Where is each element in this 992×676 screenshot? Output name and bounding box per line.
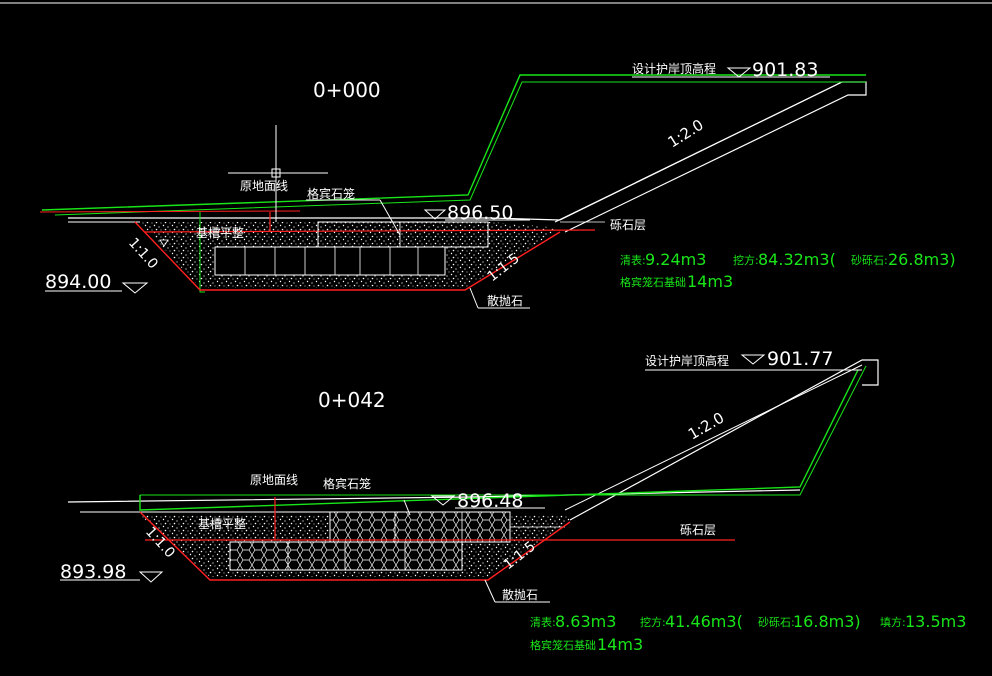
section-1-gabion-label: 格宾石笼	[307, 186, 355, 201]
section-1-red-base	[144, 229, 596, 233]
section-2-qty-excav-label: 挖方:	[640, 615, 666, 629]
section-2-bottom-elev: 893.98	[60, 561, 126, 583]
section-2-gravel-label: 砾石层	[680, 523, 716, 537]
section-2-qty-excav: 41.46m3(	[665, 612, 743, 631]
section-2-qty-clean-label: 清表:	[530, 615, 556, 629]
section-2-design-line-inner	[140, 365, 867, 496]
section-2-qty-base-label: 格宾笼石基础	[530, 638, 596, 652]
section-1-qty-clean: 9.24m3	[645, 250, 706, 269]
section-1-gabion-upper	[317, 221, 489, 248]
section-2-qty-fill-label: 填方:	[880, 615, 906, 629]
section-1-slope-upper: 1:2.0	[665, 116, 707, 152]
section-2-ground-line-label: 原地面线	[250, 473, 298, 487]
section-1-design-line-inner	[54, 81, 866, 216]
section-2-quantities: 清表: 8.63m3 挖方: 41.46m3( 砂砾石: 16.8m3) 填方:…	[530, 612, 966, 654]
section-1-qty-gravel: 26.8m3)	[888, 250, 956, 269]
section-2-base-label: 基槽平整	[198, 516, 246, 531]
section-1-revetment-slope	[554, 81, 867, 233]
section-1-design-top-label: 设计护岸顶高程	[632, 61, 716, 76]
section-2-revetment-slope	[569, 359, 879, 521]
section-2-slope-upper: 1:2.0	[685, 409, 727, 444]
section-2-surface-elev: 896.48	[457, 490, 523, 512]
section-2-gabion-label: 格宾石笼	[323, 476, 371, 491]
section-1-qty-excav: 84.32m3(	[758, 250, 836, 269]
cad-cursor-box	[271, 168, 281, 178]
section-1-quantities: 清表: 9.24m3 挖方: 84.32m3( 砂砾石: 26.8m3) 格宾笼…	[620, 250, 956, 291]
section-1-qty-base: 14m3	[687, 272, 733, 291]
section-1-qty-clean-label: 清表:	[620, 253, 646, 267]
section-1-gabion-body	[215, 247, 445, 275]
section-2-chainage: 0+042	[318, 388, 386, 412]
section-2-qty-clean: 8.63m3	[555, 612, 616, 631]
section-2-qty-gravel-label: 砂砾石:	[758, 616, 795, 629]
section-2-ground-line	[67, 489, 801, 503]
section-1-qty-excav-label: 挖方:	[733, 253, 759, 267]
section-2-gabion-upper	[329, 511, 511, 543]
section-2-excavation-line	[139, 511, 571, 581]
section-1-design-top-elev: 901.83	[752, 59, 818, 81]
section-1-green-left	[199, 212, 205, 293]
section-2-riprap-label: 散抛石	[502, 587, 538, 602]
section-1-design-line	[41, 74, 866, 211]
section-1[interactable]: 0+000	[39, 59, 956, 309]
section-2-design-top-elev: 901.77	[767, 348, 833, 370]
section-2-qty-fill: 13.5m3	[905, 612, 966, 631]
section-1-slope-face	[559, 81, 843, 221]
section-1-qty-gravel-label: 砂砾石:	[851, 254, 888, 267]
section-2-design-line	[139, 369, 859, 511]
section-2-design-top-label: 设计护岸顶高程	[645, 353, 729, 368]
section-2-gabion-lower	[229, 541, 463, 571]
section-1-chainage: 0+000	[313, 78, 381, 102]
section-1-gravel-label: 砾石层	[610, 218, 646, 232]
section-1-riprap-label: 散抛石	[487, 293, 523, 308]
section-1-bottom-elev: 894.00	[45, 271, 111, 293]
section-1-base-label: 基槽平整	[196, 225, 244, 240]
section-1-ground-line	[68, 217, 561, 221]
section-1-excavation-line	[134, 221, 561, 291]
section-1-slope-left: 1:1.0	[125, 235, 161, 272]
section-2-qty-base: 14m3	[597, 635, 643, 654]
section-1-ground-line-label: 原地面线	[240, 179, 288, 193]
section-2-slope-face	[564, 364, 863, 511]
section-1-qty-base-label: 格宾笼石基础	[620, 275, 686, 289]
section-1-red-top	[39, 210, 301, 213]
section-2-qty-gravel: 16.8m3)	[793, 612, 861, 631]
section-1-surface-elev: 896.50	[447, 202, 513, 224]
section-2[interactable]: 0+042 设计	[60, 348, 966, 654]
